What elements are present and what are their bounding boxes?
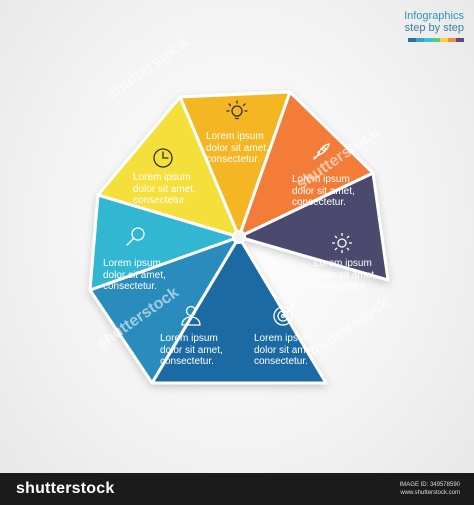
segment-label-line3: consectetur. [206, 154, 260, 165]
segment-label-line1: Lorem ipsum [314, 258, 372, 269]
segment-label-line3: consectetur. [254, 356, 308, 367]
color-strip-swatch [448, 38, 456, 42]
image-id-text: IMAGE ID: 349578590 [399, 482, 460, 488]
color-strip-swatch [432, 38, 440, 42]
diagram-segment [96, 95, 241, 239]
segment-label-line1: Lorem ipsum [160, 333, 218, 344]
segment-label-line3: consectetur. [160, 356, 214, 367]
segment-label-line2: dolor sit amet, [254, 344, 317, 356]
color-strip-swatch [416, 38, 424, 42]
rocket-icon [308, 139, 334, 165]
color-strip-swatch [408, 38, 416, 42]
diagram-segment [237, 171, 390, 282]
segment-label-line1: Lorem ipsum [292, 174, 350, 185]
segment-label-line2: dolor sit amet, [160, 344, 223, 356]
gear-icon [329, 230, 355, 256]
target-icon [271, 302, 297, 328]
color-strip-swatch [424, 38, 432, 42]
infographic-header: Infographics step by step [404, 10, 464, 42]
center-hub [232, 230, 246, 244]
header-title: Infographics [404, 10, 464, 22]
segment-label-line1: Lorem ipsum [254, 333, 312, 344]
user-icon [178, 302, 204, 328]
segment-label-line2: dolor sit amet, [292, 185, 355, 197]
segment-label-line2: dolor sit amet, [103, 269, 166, 281]
segment-label-line1: Lorem ipsum [133, 172, 191, 183]
segment-label-line1: Lorem ipsum [206, 131, 264, 142]
color-strip-swatch [440, 38, 448, 42]
color-strip-swatch [456, 38, 464, 42]
clock-icon [150, 145, 176, 171]
site-url-text: www.shutterstock.com [400, 490, 460, 496]
header-subtitle: step by step [404, 22, 464, 34]
segment-label-line2: dolor sit amet, [206, 142, 269, 154]
segment-label-line3: consectetur. [103, 281, 157, 292]
segment-label-line3: consectetur. [133, 195, 187, 206]
search-icon [123, 224, 149, 250]
segment-label-line3: consectetur. [292, 197, 346, 208]
segment-label-line3: consectetur. [314, 281, 368, 292]
segment-label-line2: dolor sit amet, [133, 183, 196, 195]
footer-bar: shutterstock IMAGE ID: 349578590 www.shu… [0, 473, 474, 505]
lightbulb-icon [224, 99, 250, 125]
segment-label-line2: dolor sit amet, [314, 269, 377, 281]
footer-image-id: IMAGE ID: 349578590 www.shutterstock.com [400, 481, 460, 497]
footer-logo: shutterstock [16, 480, 115, 497]
color-strip [404, 38, 464, 42]
segment-label-line1: Lorem ipsum [103, 258, 161, 269]
